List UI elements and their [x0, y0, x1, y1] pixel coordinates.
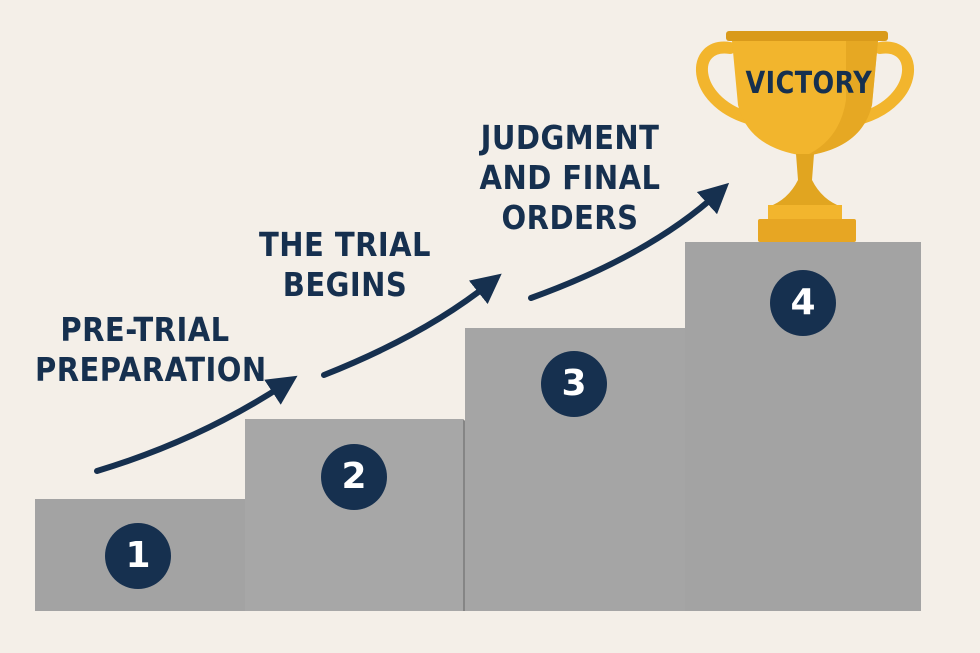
step-2-label-line-1: THE TRIAL [259, 225, 431, 264]
trophy-label: VICTORY [745, 66, 873, 101]
step-3-number-badge: 3 [541, 351, 607, 417]
step-1-label-line-2: PREPARATION [35, 350, 267, 389]
trophy-icon [695, 31, 915, 242]
step-2-number-badge: 2 [321, 444, 387, 510]
step-2-label-line-2: BEGINS [282, 265, 408, 304]
step-2-label: THE TRIAL BEGINS [248, 225, 442, 305]
step-3-label-line-2: AND FINAL [479, 158, 661, 197]
step-1-number-badge: 1 [105, 523, 171, 589]
step-3-label-line-3: ORDERS [501, 198, 639, 237]
step-1-label: PRE-TRIAL PREPARATION [35, 310, 267, 390]
step-4-number-badge: 4 [770, 270, 836, 336]
arrow-2-to-3 [321, 273, 502, 378]
step-3-label: JUDGMENT AND FINAL ORDERS [469, 118, 671, 238]
arrow-1-to-2 [94, 375, 298, 474]
arrow-3-to-4 [528, 182, 730, 301]
step-3-label-line-1: JUDGMENT [480, 118, 660, 157]
step-1-label-line-1: PRE-TRIAL [60, 310, 230, 349]
